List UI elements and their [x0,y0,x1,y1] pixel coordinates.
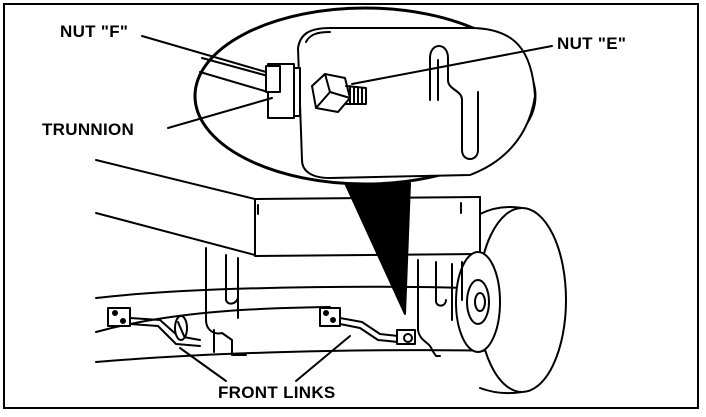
label-front-links: FRONT LINKS [218,383,336,402]
leader-lines [141,35,553,382]
wheel [455,205,567,395]
label-trunnion: TRUNNION [42,120,135,139]
left-hanger-bracket [205,247,247,356]
right-front-link [319,307,416,345]
magnified-detail [193,6,537,186]
magnifier-pointer [344,182,411,315]
label-nut-f: NUT "F" [60,22,129,41]
left-front-link [107,307,201,347]
right-hanger-bracket [417,259,463,357]
label-nut-e: NUT "E" [557,34,627,53]
